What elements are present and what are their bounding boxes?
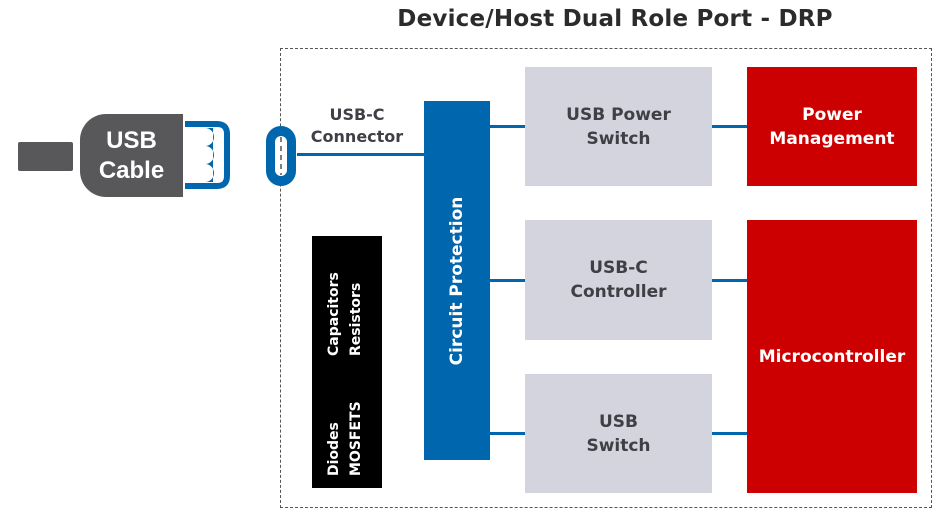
usb-c-receptacle-icon (266, 126, 296, 186)
wire-usbc-controller-to-microcontroller (712, 279, 747, 282)
microcontroller-block: Microcontroller (747, 220, 917, 493)
usb-cable-tip-icon (185, 121, 230, 189)
usb-plug-icon (18, 142, 73, 171)
usb-switch-block: USB Switch (525, 374, 712, 493)
circuit-protection-block: Circuit Protection (424, 101, 490, 460)
usbc-controller-block: USB-C Controller (525, 220, 712, 340)
usb-cable-label-line1: USB (106, 126, 157, 154)
passive-resistors: Resistors (348, 282, 364, 356)
usbc-controller-line2: Controller (570, 282, 667, 302)
usb-power-switch-line1: USB Power (566, 104, 671, 125)
diagram-title: Device/Host Dual Role Port - DRP (397, 6, 833, 32)
usb-power-switch-line2: Switch (586, 128, 651, 149)
passive-diodes: Diodes (326, 422, 342, 476)
power-management-line2: Management (769, 128, 895, 149)
wire-protection-to-usbc-controller (490, 279, 525, 282)
drp-boundary-frame (280, 48, 932, 508)
wire-connector-to-protection (297, 153, 424, 156)
usbc-controller-line1: USB-C (589, 258, 648, 278)
passive-components-box: Capacitors Resistors Diodes MOSFETS (312, 236, 382, 488)
wire-protection-to-power-switch (490, 125, 525, 128)
wire-protection-to-usb-switch (490, 432, 525, 435)
wire-usb-switch-to-microcontroller (712, 432, 747, 435)
usb-switch-line1: USB (598, 411, 638, 432)
usb-c-connector-label: USB-C Connector (300, 104, 414, 148)
passive-capacitors: Capacitors (326, 272, 342, 356)
microcontroller-label: Microcontroller (758, 346, 906, 367)
wire-power-switch-to-power-management (712, 125, 747, 128)
power-management-line1: Power (802, 104, 862, 125)
passive-mosfets: MOSFETS (348, 401, 364, 476)
power-management-block: Power Management (747, 67, 917, 186)
connector-label-line1: USB-C (329, 105, 385, 124)
usb-switch-line2: Switch (586, 435, 651, 456)
usb-power-switch-block: USB Power Switch (525, 67, 712, 186)
usb-cable-label-line2: Cable (98, 156, 165, 184)
circuit-protection-label: Circuit Protection (447, 196, 467, 365)
connector-label-line2: Connector (310, 127, 404, 146)
usb-cable-body: USB Cable (80, 114, 183, 197)
